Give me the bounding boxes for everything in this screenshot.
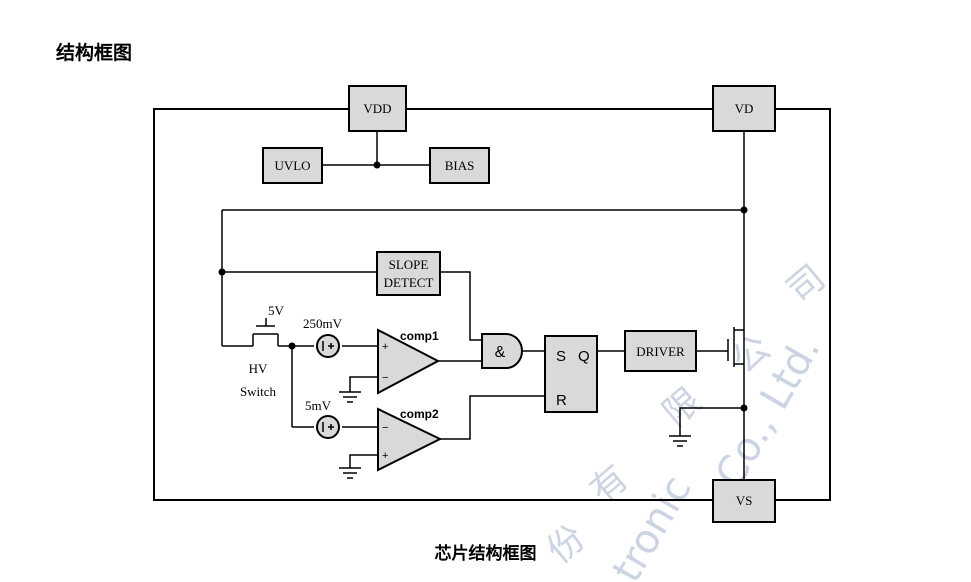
comparator-1-plus: +	[382, 341, 388, 353]
slope-detect-block	[376, 251, 441, 296]
vd-pin	[712, 85, 776, 132]
watermark: Co., Ltd. tronic 有 限 公 司 份	[539, 257, 833, 582]
sr-latch-q: Q	[578, 348, 590, 365]
and-gate	[481, 333, 523, 369]
watermark-cjk-1: 有	[582, 457, 636, 512]
driver-block-label: DRIVER	[636, 344, 685, 359]
comparator-1-minus: −	[382, 372, 388, 384]
ground-symbol-source	[669, 435, 691, 447]
hv-switch-5v-label: 5V	[268, 303, 285, 318]
junction-dots	[218, 161, 748, 412]
vdd-pin	[348, 85, 407, 132]
voltage-source-250mv-symbol	[322, 341, 334, 351]
vd-pin-label: VD	[735, 101, 754, 116]
vs-pin-label: VS	[736, 493, 753, 508]
sr-latch-s: S	[556, 348, 566, 365]
voltage-source-5mv-label: 5mV	[305, 398, 332, 413]
slope-detect-label-line1: SLOPE	[389, 257, 429, 272]
bias-block	[429, 147, 490, 184]
slope-detect-label-line2: DETECT	[384, 275, 434, 290]
voltage-source-250mv-label: 250mV	[303, 316, 343, 331]
section-heading: 结构框图	[56, 42, 133, 64]
comparator-1-label: comp1	[400, 329, 439, 343]
comparator-2-plus: +	[382, 450, 388, 462]
hv-label: HV	[249, 361, 268, 376]
vs-pin	[712, 479, 776, 523]
wires	[221, 131, 745, 480]
comparator-2-label: comp2	[400, 407, 439, 421]
sr-latch	[544, 335, 598, 413]
uvlo-block	[262, 147, 323, 184]
bias-block-label: BIAS	[445, 158, 475, 173]
ground-symbol-comp2	[339, 467, 361, 479]
comparator-2-minus: −	[382, 422, 388, 434]
and-gate-symbol: &	[495, 344, 506, 361]
chip-outline	[153, 108, 831, 501]
driver-block	[624, 330, 697, 372]
ground-symbol-comp1	[339, 391, 361, 403]
diagram-caption: 芯片结构框图	[434, 544, 537, 564]
comparator-1	[377, 328, 441, 395]
watermark-cjk-4: 司	[779, 257, 833, 312]
sr-latch-r: R	[556, 392, 567, 409]
comparator-2	[377, 407, 443, 472]
uvlo-block-label: UVLO	[274, 158, 310, 173]
vdd-pin-label: VDD	[363, 101, 391, 116]
switch-label: Switch	[240, 384, 277, 399]
voltage-source-5mv-symbol	[322, 422, 334, 432]
